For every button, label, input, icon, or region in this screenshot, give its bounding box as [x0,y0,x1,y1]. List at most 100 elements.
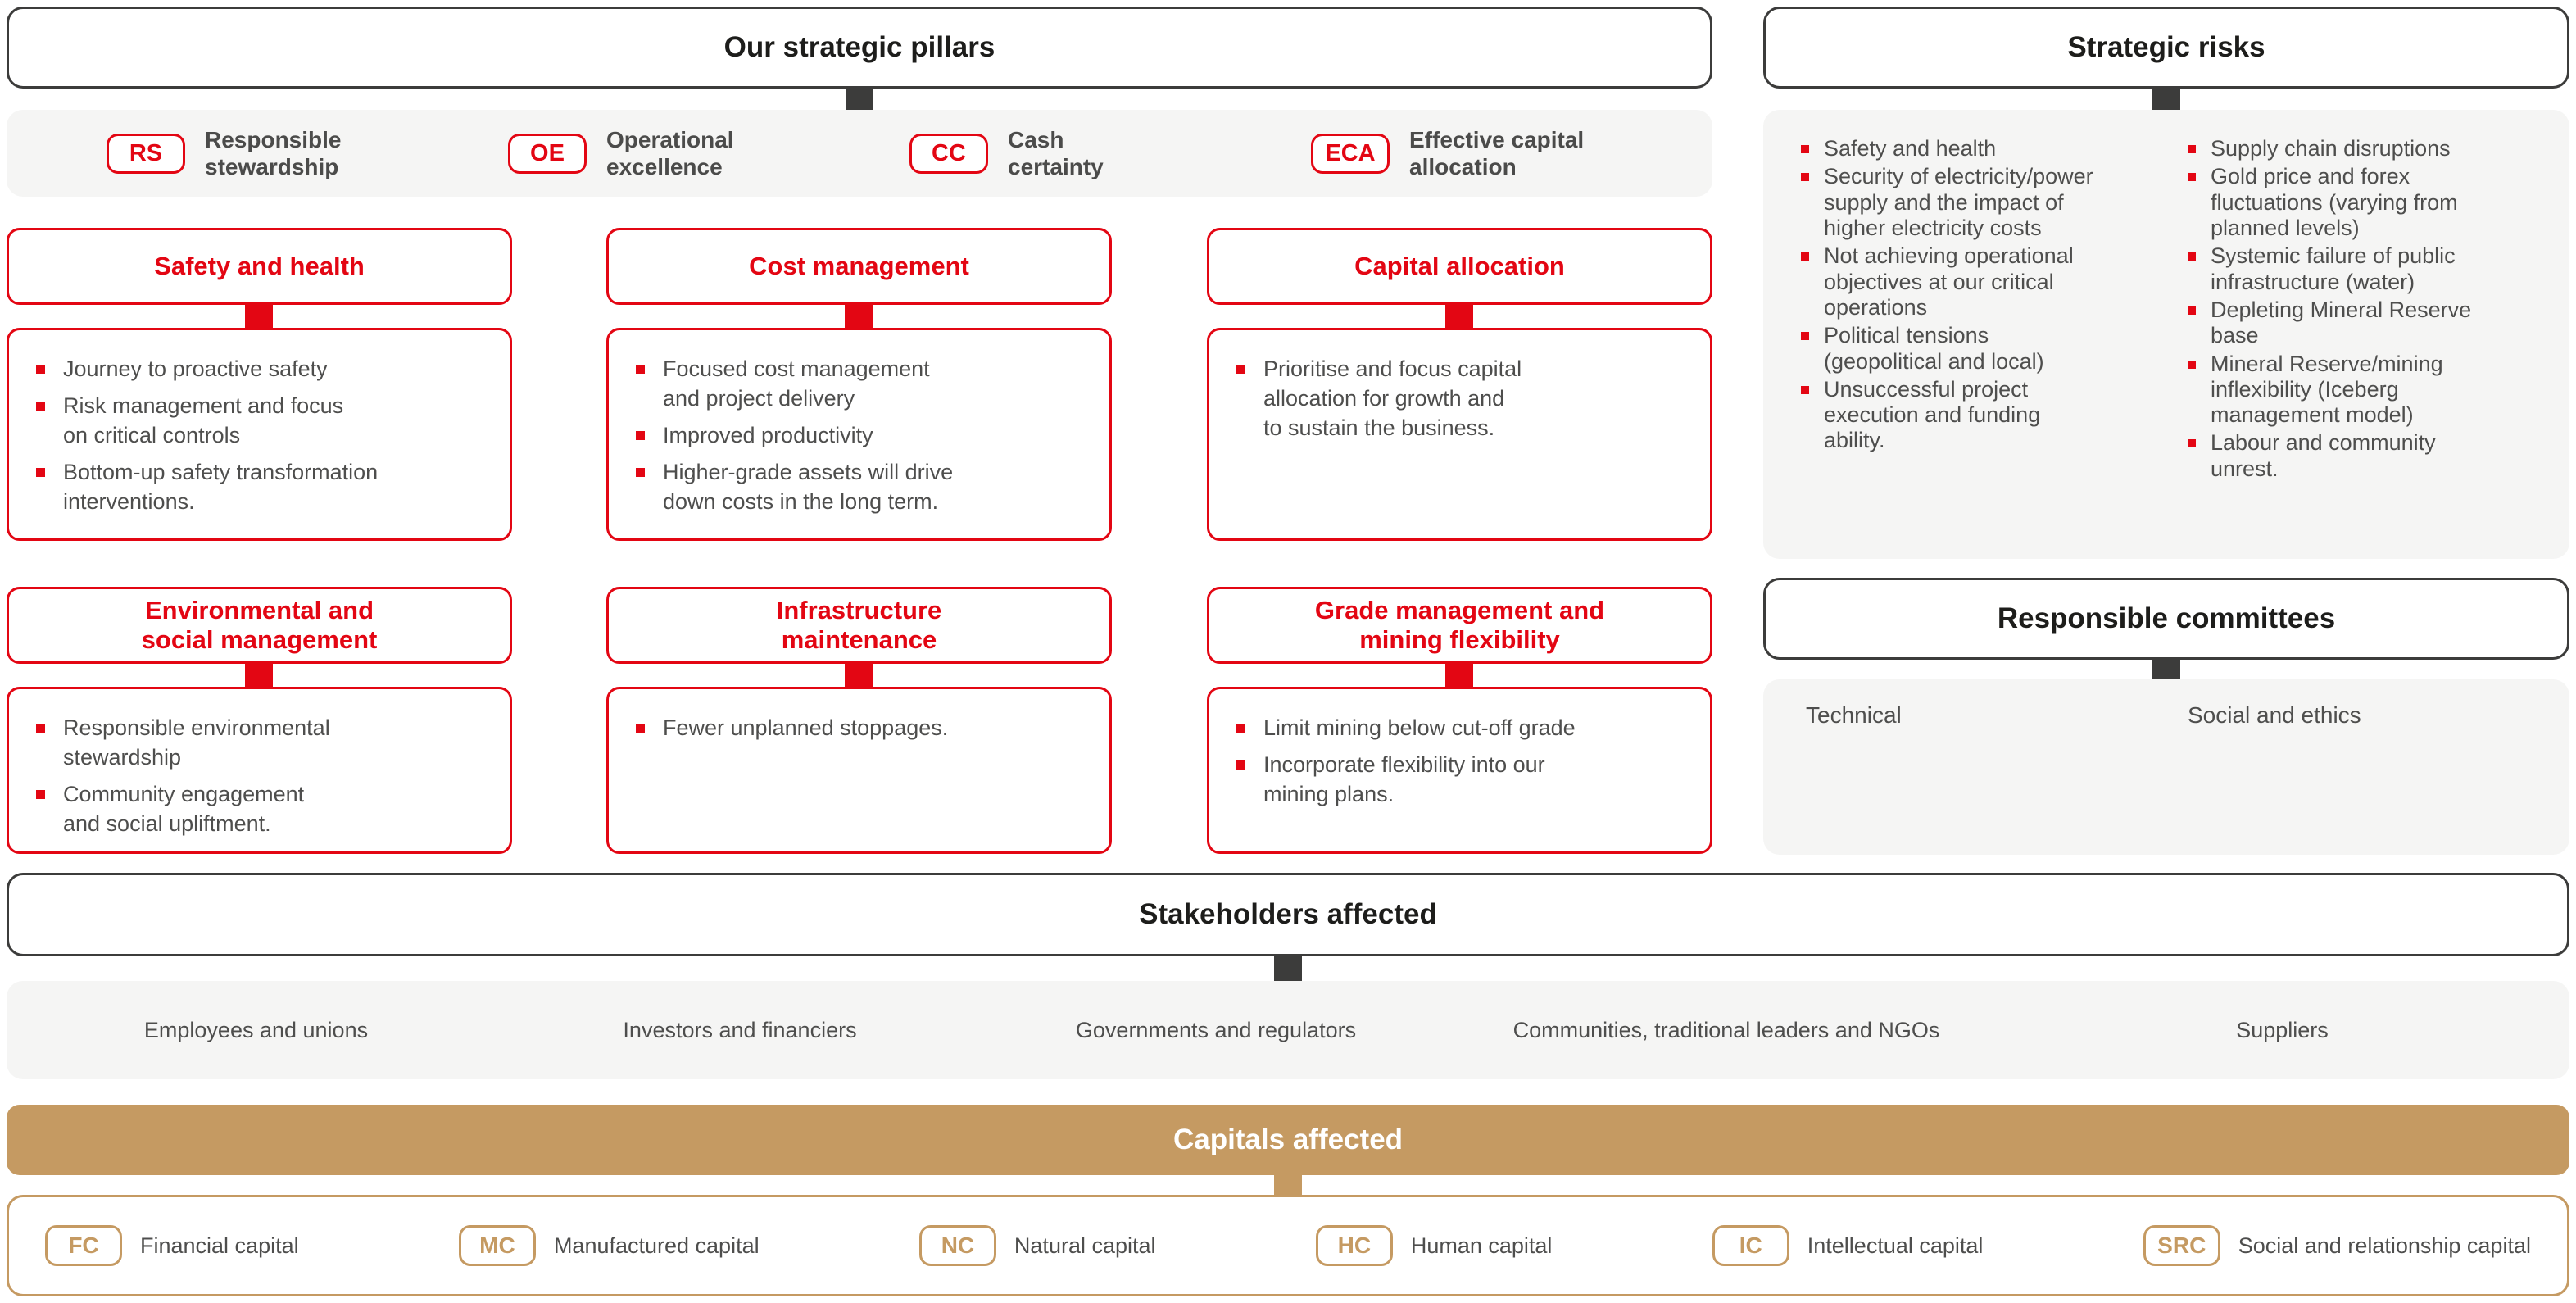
bullet-square-icon [2188,145,2196,153]
pillar-badge-cc: CC Cash certainty [909,126,1311,180]
pillar-badge-label: Responsible stewardship [205,126,342,179]
box-title: Grade management and mining flexibility [1314,596,1605,654]
bullet-square-icon [636,430,645,440]
responsible-committees-title: Responsible committees [1997,602,2336,634]
stakeholders-strip: Employees and unions Investors and finan… [7,981,2569,1079]
bullet-square-icon [2188,173,2196,182]
capital-label: Human capital [1410,1233,1553,1258]
bullet-square-icon [1236,760,1245,770]
risk-bullet-item: Security of electricity/power supply and… [1799,164,2165,241]
capital-allocation-title-box: Capital allocation [1207,228,1712,305]
eca-badge-icon: ECA [1311,133,1390,174]
connector-cost-management [845,303,873,329]
cc-badge-icon: CC [909,133,988,174]
pillar-bullet-item: Limit mining below cut-off grade [1234,714,1690,743]
risk-bullet-item: Not achieving operational objectives at … [1799,243,2165,320]
strategic-risks-header: Strategic risks [1763,7,2569,89]
capital-intellectual: IC Intellectual capital [1712,1225,1984,1266]
infrastructure-maintenance-body-box: Fewer unplanned stoppages. [606,687,1112,854]
bullet-square-icon [1801,385,1809,394]
pillar-bullet-item: Higher-grade assets will drive down cost… [633,458,1090,517]
hc-badge-icon: HC [1315,1225,1393,1266]
connector-safety-health [245,303,273,329]
src-badge-icon: SRC [2143,1225,2220,1266]
pillar-bullet-item: Community engagement and social upliftme… [34,780,490,839]
box-title: Cost management [749,252,969,281]
strategic-risks-title: Strategic risks [2067,31,2265,63]
bullet-square-icon [636,467,645,477]
cost-management-title-box: Cost management [606,228,1112,305]
connector-committees [2152,658,2180,681]
capital-social-relationship: SRC Social and relationship capital [2143,1225,2531,1266]
bullet-square-icon [36,724,45,733]
pillar-badge-label: Effective capital allocation [1409,126,1585,179]
risk-bullet-item: Depleting Mineral Reserve base [2186,297,2551,349]
risks-column-right: Supply chain disruptions Gold price and … [2186,136,2551,559]
pillar-bullet-item: Fewer unplanned stoppages. [633,714,1090,743]
pillar-bullet-item: Prioritise and focus capital allocation … [1234,355,1690,443]
bullet-square-icon [636,724,645,733]
pillar-badge-rs: RS Responsible stewardship [107,126,508,180]
bullet-square-icon [36,467,45,477]
capitals-title: Capitals affected [1172,1124,1404,1155]
bullet-square-icon [2188,439,2196,448]
fc-badge-icon: FC [45,1225,122,1266]
pillar-bullet-item: Journey to proactive safety [34,355,490,384]
pillar-bullet-item: Risk management and focus on critical co… [34,392,490,451]
bullet-square-icon [636,365,645,374]
pillar-badge-oe: OE Operational excellence [508,126,909,180]
stakeholder-suppliers: Suppliers [2236,1017,2329,1042]
connector-infrastructure-maintenance [845,662,873,688]
capital-human: HC Human capital [1315,1225,1553,1266]
strategic-pillars-header: Our strategic pillars [7,7,1712,89]
pillar-bullet-item: Responsible environmental stewardship [34,714,490,773]
box-title: Safety and health [154,252,365,281]
grade-management-body-box: Limit mining below cut-off grade Incorpo… [1207,687,1712,854]
committee-technical: Technical [1806,702,1902,728]
stakeholder-communities: Communities, traditional leaders and NGO… [1512,1017,1940,1042]
oe-badge-icon: OE [508,133,587,174]
bullet-square-icon [1801,252,1809,261]
bullet-square-icon [1236,365,1245,374]
capital-label: Manufactured capital [553,1233,760,1258]
pillar-badge-label: Operational excellence [606,126,734,179]
committee-social-ethics: Social and ethics [2188,702,2361,728]
rs-badge-icon: RS [107,133,185,174]
box-title: Environmental and social management [141,596,378,654]
risk-bullet-item: Labour and community unrest. [2186,430,2551,482]
nc-badge-icon: NC [918,1225,996,1266]
risk-bullet-item: Supply chain disruptions [2186,136,2551,161]
safety-health-body-box: Journey to proactive safety Risk managem… [7,328,512,541]
bullet-square-icon [2188,306,2196,315]
grade-management-title-box: Grade management and mining flexibility [1207,587,1712,664]
ic-badge-icon: IC [1712,1225,1789,1266]
mc-badge-icon: MC [458,1225,536,1266]
stakeholder-investors: Investors and financiers [623,1017,857,1042]
strategic-risks-panel: Safety and health Security of electricit… [1763,110,2569,559]
pillar-badge-eca: ECA Effective capital allocation [1311,126,1712,180]
committees-panel: Technical Social and ethics [1763,679,2569,855]
capital-natural: NC Natural capital [918,1225,1156,1266]
pillar-badge-label: Cash certainty [1008,126,1104,179]
capital-label: Financial capital [140,1233,299,1258]
stakeholders-header: Stakeholders affected [7,873,2569,956]
stakeholder-governments: Governments and regulators [1075,1017,1357,1042]
risk-bullet-item: Gold price and forex fluctuations (varyi… [2186,164,2551,241]
risk-bullet-item: Political tensions (geopolitical and loc… [1799,323,2165,375]
stakeholder-employees: Employees and unions [143,1017,369,1042]
capital-label: Intellectual capital [1807,1233,1984,1258]
risks-column-left: Safety and health Security of electricit… [1799,136,2165,559]
bullet-square-icon [36,365,45,374]
stakeholders-title: Stakeholders affected [1139,898,1437,930]
bullet-square-icon [1236,724,1245,733]
pillars-badge-strip: RS Responsible stewardship OE Operationa… [7,110,1712,197]
risk-bullet-item: Safety and health [1799,136,2165,161]
bullet-square-icon [2188,360,2196,369]
environmental-social-title-box: Environmental and social management [7,587,512,664]
connector-capitals [1274,1174,1302,1196]
capital-label: Social and relationship capital [2238,1233,2531,1258]
pillar-bullet-item: Improved productivity [633,421,1090,451]
capital-financial: FC Financial capital [45,1225,299,1266]
connector-capital-allocation [1445,303,1473,329]
risk-bullet-item: Mineral Reserve/mining inflexibility (Ic… [2186,352,2551,429]
